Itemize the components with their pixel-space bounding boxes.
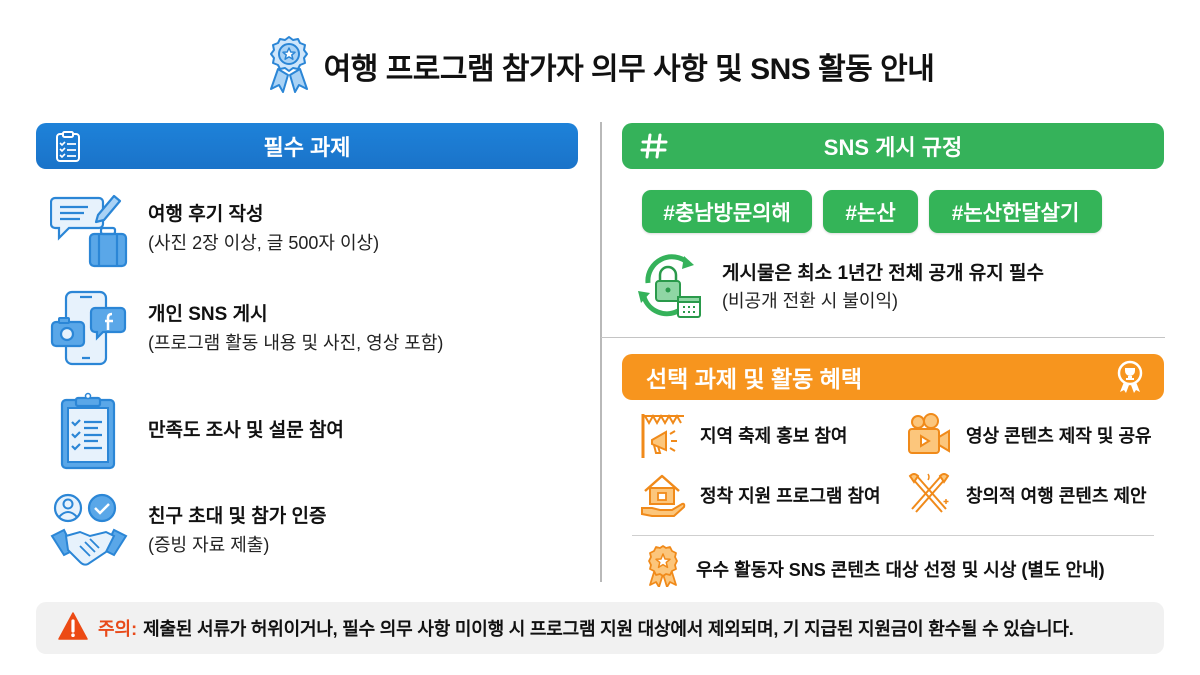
sns-rule-main: 게시물은 최소 1년간 전체 공개 유지 필수	[722, 263, 1044, 284]
optional-item-video: 영상 콘텐츠 제작 및 공유	[906, 412, 1152, 458]
hashtag-list: #충남방문의해 #논산 #논산한달살기	[642, 190, 1102, 233]
column-divider	[600, 122, 602, 582]
warning-triangle-icon	[58, 611, 88, 645]
optional-divider	[632, 535, 1154, 536]
medal-star-icon	[646, 545, 680, 592]
warning-notice: 주의: 제출된 서류가 허위이거나, 필수 의무 사항 미이행 시 프로그램 지…	[36, 602, 1164, 654]
award-ribbon-icon	[266, 35, 312, 98]
hashtag-chip: #논산	[823, 190, 918, 233]
required-tasks-header: 필수 과제	[36, 123, 578, 169]
required-item-title: 여행 후기 작성	[148, 204, 264, 225]
sns-rules-header: SNS 게시 규정	[622, 123, 1164, 169]
optional-item-label: 창의적 여행 콘텐츠 제안	[966, 486, 1147, 506]
review-suitcase-icon	[49, 190, 128, 268]
megaphone-bunting-icon	[640, 412, 686, 458]
hashtag-chip: #논산한달살기	[929, 190, 1102, 233]
clipboard-checklist-icon	[52, 130, 84, 162]
optional-item-label: 정착 지원 프로그램 참여	[700, 486, 881, 506]
page-header: 여행 프로그램 참가자 의무 사항 및 SNS 활동 안내	[0, 35, 1200, 98]
required-tasks-title: 필수 과제	[263, 135, 351, 160]
section-divider	[601, 337, 1165, 338]
award-notice: 우수 활동자 SNS 콘텐츠 대상 선정 및 시상 (별도 안내)	[646, 545, 1105, 592]
required-item-survey: 만족도 조사 및 설문 참여	[50, 392, 580, 470]
survey-checklist-icon	[50, 392, 128, 470]
required-item-title: 만족도 조사 및 설문 참여	[148, 420, 344, 441]
video-camera-icon	[906, 412, 952, 458]
optional-tasks-title: 선택 과제 및 활동 혜택	[646, 366, 863, 392]
lock-calendar-cycle-icon	[638, 253, 706, 321]
required-item-detail: (증빙 자료 제출)	[148, 535, 270, 555]
sns-public-rule: 게시물은 최소 1년간 전체 공개 유지 필수 (비공개 전환 시 불이익)	[638, 253, 1044, 321]
trophy-ribbon-icon	[1114, 360, 1146, 393]
handshake-users-icon	[50, 492, 128, 570]
page-title: 여행 프로그램 참가자 의무 사항 및 SNS 활동 안내	[323, 53, 935, 86]
hashtag-chip: #충남방문의해	[642, 190, 812, 233]
notice-prefix: 주의:	[98, 619, 138, 639]
required-item-detail: (프로그램 활동 내용 및 사진, 영상 포함)	[148, 333, 444, 353]
hashtag-icon	[638, 130, 670, 162]
required-item-review: 여행 후기 작성 (사진 2장 이상, 글 500자 이상)	[49, 190, 580, 268]
optional-tasks-header: 선택 과제 및 활동 혜택	[622, 354, 1164, 400]
sns-rule-detail: (비공개 전환 시 불이익)	[722, 291, 899, 311]
optional-item-creative: 창의적 여행 콘텐츠 제안	[906, 472, 1147, 518]
required-item-title: 친구 초대 및 참가 인증	[148, 506, 327, 527]
optional-item-label: 지역 축제 홍보 참여	[700, 426, 848, 446]
required-item-detail: (사진 2장 이상, 글 500자 이상)	[148, 233, 380, 253]
required-item-invite: 친구 초대 및 참가 인증 (증빙 자료 제출)	[50, 492, 580, 570]
optional-item-settlement: 정착 지원 프로그램 참여	[640, 472, 881, 518]
required-item-sns: 개인 SNS 게시 (프로그램 활동 내용 및 사진, 영상 포함)	[50, 290, 580, 368]
smartphone-social-icon	[50, 290, 128, 368]
required-item-title: 개인 SNS 게시	[148, 304, 268, 325]
house-hand-icon	[640, 472, 686, 518]
award-label: 우수 활동자 SNS 콘텐츠 대상 선정 및 시상 (별도 안내)	[696, 559, 1105, 580]
optional-item-festival: 지역 축제 홍보 참여	[640, 412, 847, 458]
notice-text: 제출된 서류가 허위이거나, 필수 의무 사항 미이행 시 프로그램 지원 대상…	[143, 619, 1074, 639]
crossed-brushes-icon	[906, 472, 952, 518]
sns-rules-title: SNS 게시 규정	[823, 135, 963, 160]
optional-item-label: 영상 콘텐츠 제작 및 공유	[966, 426, 1152, 446]
